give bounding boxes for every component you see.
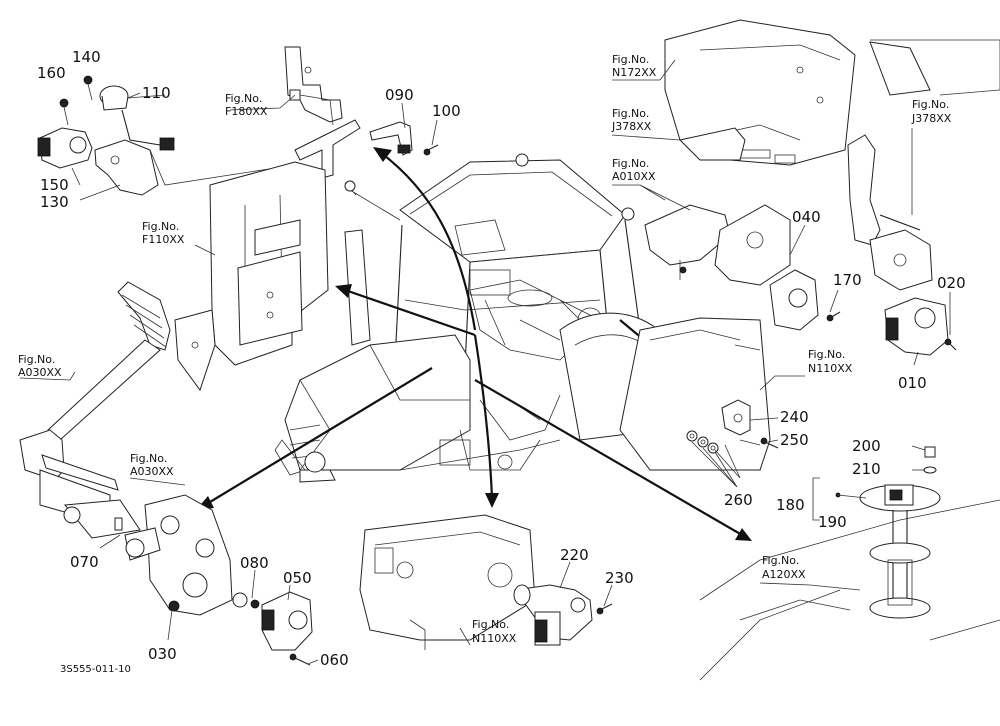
fig-ref-f180: F180XX	[225, 105, 268, 118]
bottom-center-assembly	[359, 514, 613, 650]
part-label-240: 240	[780, 408, 809, 426]
part-label-090: 090	[385, 86, 414, 104]
diagram-code: 3S555-011-10	[60, 664, 131, 675]
fig-prefix-j378-b: Fig.No.	[912, 98, 949, 111]
part-label-100: 100	[432, 102, 461, 120]
fig-prefix-j378-a: Fig.No.	[612, 107, 649, 120]
fig-prefix-a030-pedal: Fig.No.	[130, 452, 167, 465]
part-label-010: 010	[898, 374, 927, 392]
pedal-assembly	[19, 281, 171, 526]
part-label-230: 230	[605, 569, 634, 587]
fuel-sender-assembly	[699, 446, 1000, 681]
top-left-assembly	[37, 75, 296, 196]
part-label-150: 150	[40, 176, 69, 194]
fig-ref-j378-a: J378XX	[611, 120, 652, 133]
top-right-assembly	[644, 19, 1000, 356]
fig-ref-n110-right: N110XX	[808, 362, 853, 375]
part-label-260: 260	[724, 491, 753, 509]
right-sensor-assembly	[619, 317, 779, 479]
fig-ref-f110: F110XX	[142, 233, 185, 246]
leader-lines	[19, 59, 951, 665]
fig-ref-n172: N172XX	[612, 66, 657, 79]
part-label-220: 220	[560, 546, 589, 564]
part-label-160: 160	[37, 64, 66, 82]
fig-ref-j378-b: J378XX	[911, 112, 952, 125]
fig-ref-a010: A010XX	[612, 170, 656, 183]
figure-reference-labels: Fig.No. F180XX Fig.No. F110XX Fig.No. A0…	[18, 53, 952, 645]
fig-prefix-a010: Fig.No.	[612, 157, 649, 170]
part-label-080: 080	[240, 554, 269, 572]
part-label-170: 170	[833, 271, 862, 289]
part-label-180: 180	[776, 496, 805, 514]
part-label-140: 140	[72, 48, 101, 66]
fig-prefix-n110-right: Fig.No.	[808, 348, 845, 361]
part-label-030: 030	[148, 645, 177, 663]
part-label-110: 110	[142, 84, 171, 102]
part-label-250: 250	[780, 431, 809, 449]
fig-ref-n110-bottom: N110XX	[472, 632, 517, 645]
part-label-200: 200	[852, 437, 881, 455]
fig-ref-a120: A120XX	[762, 568, 806, 581]
fig-prefix-f110: Fig.No.	[142, 220, 179, 233]
part-label-130: 130	[40, 193, 69, 211]
fig-prefix-a030-left: Fig.No.	[18, 353, 55, 366]
part-label-040: 040	[792, 208, 821, 226]
part-label-070: 070	[70, 553, 99, 571]
pedal-box-assembly	[63, 494, 313, 666]
part-label-020: 020	[937, 274, 966, 292]
part-label-060: 060	[320, 651, 349, 669]
fig-ref-a030-left: A030XX	[18, 366, 62, 379]
fig-prefix-a120: Fig.No.	[762, 554, 799, 567]
fig-prefix-f180: Fig.No.	[225, 92, 262, 105]
part-label-190: 190	[818, 513, 847, 531]
bracket-f110	[174, 161, 329, 392]
part-number-labels: 140 160 110 150 130 090 100 040 170 020 …	[37, 48, 966, 669]
fig-ref-a030-pedal: A030XX	[130, 465, 174, 478]
bracket-f180	[284, 46, 439, 179]
fig-prefix-n110-bottom: Fig.No.	[472, 618, 509, 631]
part-label-050: 050	[283, 569, 312, 587]
tractor-illustration	[274, 153, 681, 483]
fig-prefix-n172: Fig.No.	[612, 53, 649, 66]
part-label-210: 210	[852, 460, 881, 478]
